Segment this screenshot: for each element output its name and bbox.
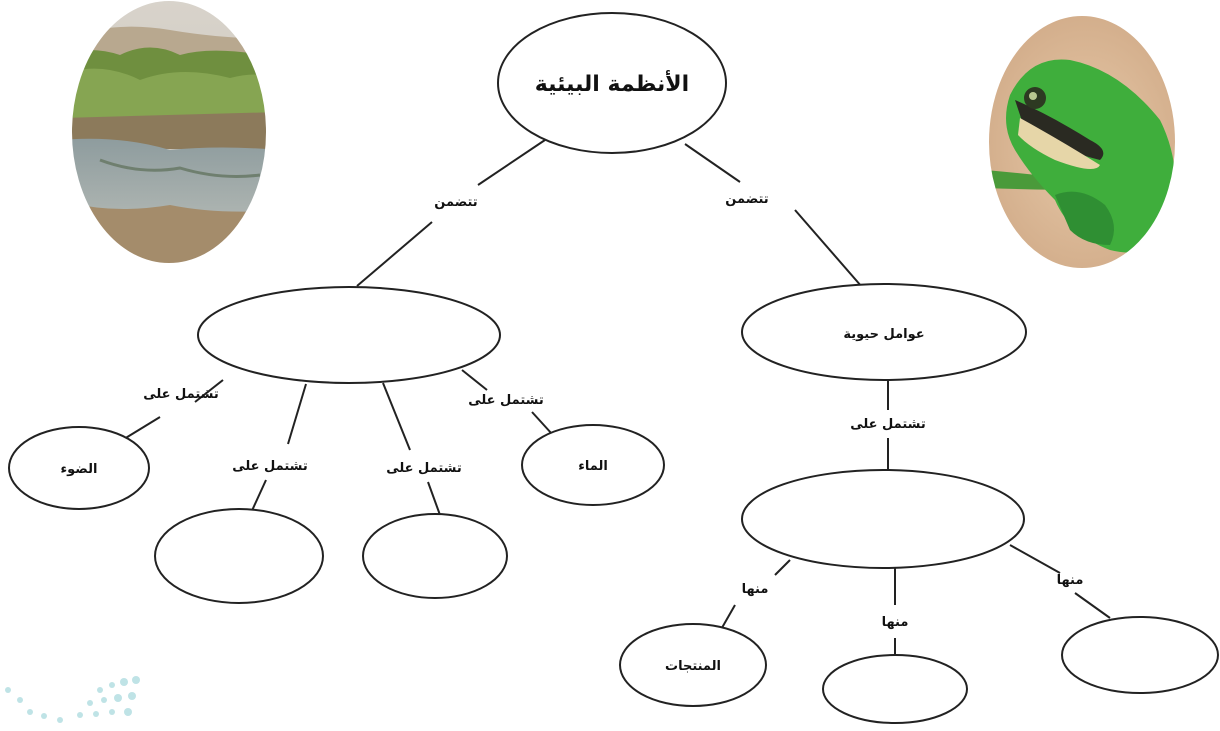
water-node <box>521 424 665 506</box>
frog-photo <box>988 15 1176 269</box>
frog-photo-frame <box>987 14 1177 270</box>
light-label: الضوء <box>61 462 98 477</box>
blank-node-1 <box>154 508 324 604</box>
edge-label-contains-1: تشتمل على <box>143 387 219 402</box>
water-label: الماء <box>578 459 608 474</box>
edge-label-contains-2: تشتمل على <box>232 459 308 474</box>
edge-label-contains-4: تشتمل على <box>468 393 544 408</box>
biotic-sub-node <box>741 469 1025 569</box>
edge-label-includes-left: تتضمن <box>434 195 477 210</box>
abiotic-node <box>197 286 501 384</box>
blank-node-3 <box>822 654 968 724</box>
root-node <box>497 12 727 154</box>
corner-dots-decoration <box>5 676 140 723</box>
blank-node-4 <box>1061 616 1219 694</box>
edge-label-among-1: منها <box>742 582 769 597</box>
edge-label-contains-5: تشتمل على <box>850 417 926 432</box>
wetland-photo <box>71 0 267 264</box>
biotic-factors-label: عوامل حيوية <box>843 327 924 342</box>
wetland-photo-frame <box>70 0 268 265</box>
edge-label-among-2: منها <box>882 615 909 630</box>
light-node <box>8 426 150 510</box>
blank-node-2 <box>362 513 508 599</box>
producers-label: المنتجات <box>665 659 721 674</box>
edge-label-contains-3: تشتمل على <box>386 461 462 476</box>
producers-node <box>619 623 767 707</box>
edge-label-among-3: منها <box>1057 573 1084 588</box>
biotic-factors-node <box>741 283 1027 381</box>
edge-label-includes-right: تتضمن <box>725 192 768 207</box>
connectors <box>123 139 1111 657</box>
root-label: الأنظمة البيئية <box>535 69 689 97</box>
